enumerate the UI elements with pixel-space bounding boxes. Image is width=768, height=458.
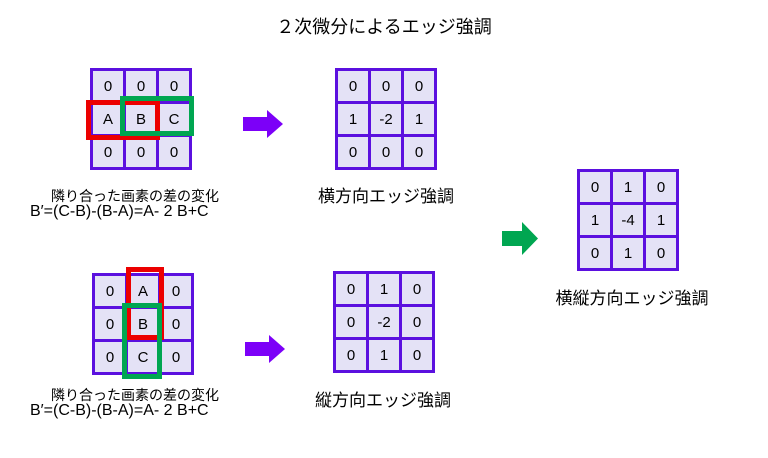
matrix-cell: 0 [402,307,432,337]
horizontal-source-caption: 隣り合った画素の差の変化 [51,188,219,204]
green-highlight-frame [120,96,194,136]
matrix-cell: 0 [95,309,125,339]
matrix-cell: 0 [126,137,156,167]
matrix-cell: 0 [646,238,676,268]
matrix-cell: 0 [93,137,123,167]
matrix-cell: 0 [161,342,191,372]
matrix-cell: 0 [402,274,432,304]
matrix-cell: -2 [369,307,399,337]
matrix-cell: 0 [338,71,368,101]
matrix-cell: 0 [161,309,191,339]
matrix-cell: 0 [371,137,401,167]
matrix-cell: A [93,104,123,134]
matrix-cell: 0 [402,340,432,370]
matrix-cell: 1 [613,238,643,268]
vertical-source-matrix: 0 A 0 0 B 0 0 C 0 [92,267,194,379]
matrix-cell: B [126,104,156,134]
green-highlight-frame [122,303,162,379]
matrix-cell: A [128,276,158,306]
green-arrow-right-icon [502,222,538,255]
matrix-cell: 0 [371,71,401,101]
vertical-source-caption: 隣り合った画素の差の変化 [51,387,219,403]
matrix-cell: -4 [613,205,643,235]
combined-kernel-matrix: 0 1 0 1 -4 1 0 1 0 [577,169,679,271]
matrix-cell: B [128,309,158,339]
matrix-cell: 0 [336,274,366,304]
matrix-cell: C [159,104,189,134]
matrix-cell: 1 [580,205,610,235]
purple-arrow-right-icon [245,335,285,363]
vertical-formula: B′=(C-B)-(B-A)=A- 2 B+C [30,402,209,419]
matrix-cell: 1 [369,274,399,304]
matrix-cell: 0 [95,276,125,306]
matrix-cell: 0 [159,137,189,167]
matrix-cell: 0 [161,276,191,306]
vertical-kernel-caption: 縦方向エッジ強調 [315,391,451,410]
horizontal-source-matrix: 0 0 0 A B C 0 0 0 [86,68,194,170]
horizontal-kernel-matrix: 0 0 0 1 -2 1 0 0 0 [335,68,437,170]
matrix-cell: 0 [336,307,366,337]
matrix-cell: C [128,342,158,372]
combined-kernel-caption: 横縦方向エッジ強調 [555,289,709,308]
matrix-cell: -2 [371,104,401,134]
matrix-cell: 0 [404,71,434,101]
matrix-cell: 0 [93,71,123,101]
horizontal-formula: B′=(C-B)-(B-A)=A- 2 B+C [30,203,209,220]
horizontal-kernel-caption: 横方向エッジ強調 [318,187,454,206]
matrix-cell: 1 [613,172,643,202]
matrix-cell: 0 [338,137,368,167]
page-title: ２次微分によるエッジ強調 [276,17,492,37]
matrix-cell: 0 [404,137,434,167]
matrix-cell: 0 [646,172,676,202]
matrix-cell: 1 [338,104,368,134]
purple-arrow-right-icon [243,110,283,138]
vertical-kernel-matrix: 0 1 0 0 -2 0 0 1 0 [333,271,435,373]
matrix-cell: 1 [369,340,399,370]
matrix-cell: 1 [646,205,676,235]
matrix-cell: 0 [580,238,610,268]
matrix-cell: 0 [336,340,366,370]
matrix-cell: 1 [404,104,434,134]
matrix-cell: 0 [580,172,610,202]
matrix-cell: 0 [95,342,125,372]
